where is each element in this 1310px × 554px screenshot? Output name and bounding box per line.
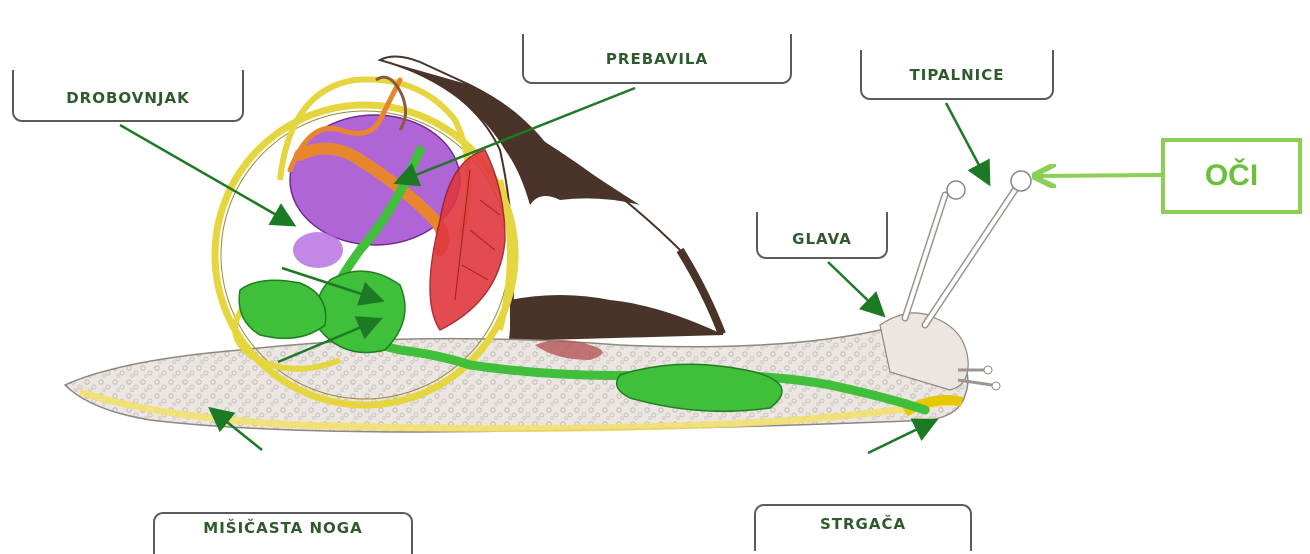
label-tipalnice: TIPALNICE — [860, 50, 1054, 100]
eye-right — [1011, 171, 1031, 191]
label-drobovnjak: DROBOVNJAK — [12, 70, 244, 122]
arrow-glava — [828, 262, 882, 314]
label-prebavila: PREBAVILA — [522, 34, 792, 84]
arrow-oci — [1036, 175, 1161, 176]
arrow-tipalnice — [946, 103, 988, 182]
label-glava: GLAVA — [756, 212, 888, 259]
label-oci: OČI — [1161, 138, 1302, 214]
label-strgaca: STRGAČA — [754, 504, 972, 551]
label-misicasta-noga: MIŠIČASTA NOGA — [153, 512, 413, 554]
crop — [239, 280, 326, 338]
arrow-strgaca — [868, 421, 934, 453]
eye-left — [947, 181, 965, 199]
